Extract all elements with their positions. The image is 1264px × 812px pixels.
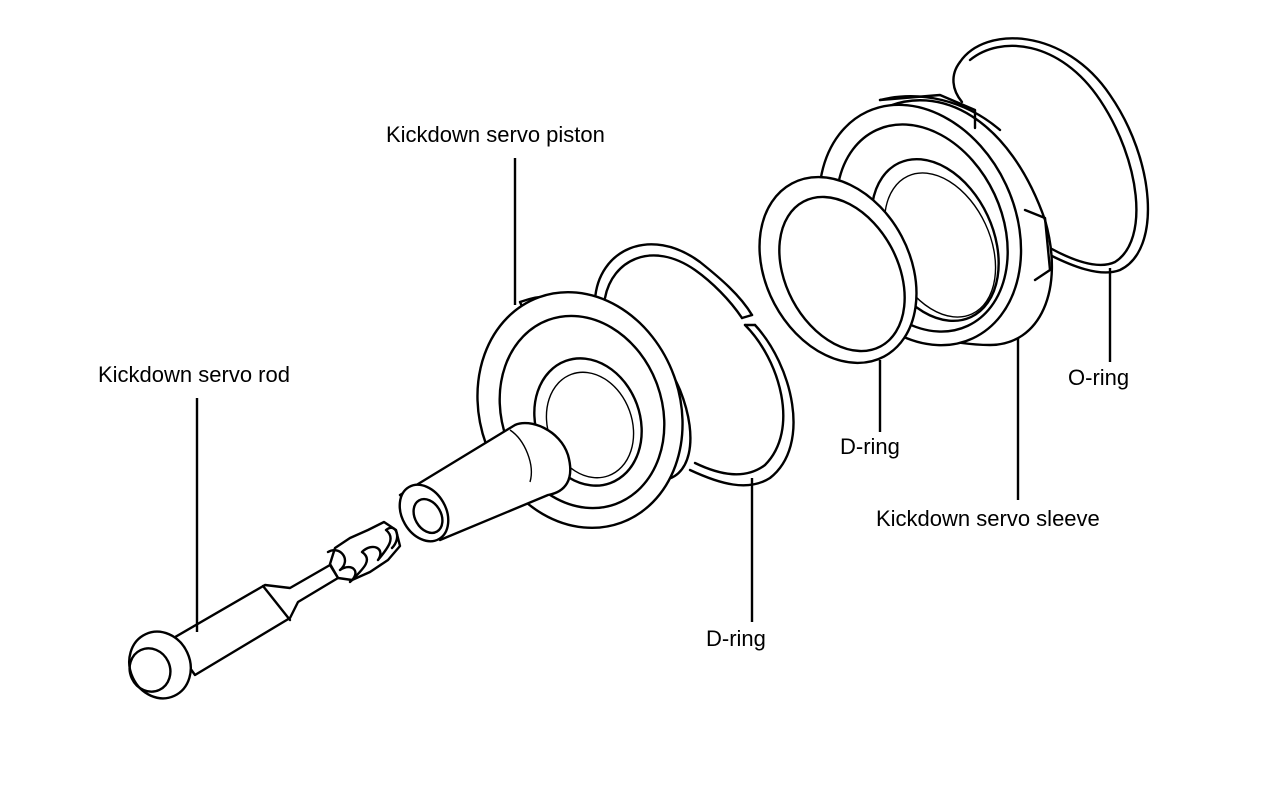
label-d-ring-left: D-ring <box>706 626 766 651</box>
d-ring-middle-part <box>758 175 918 365</box>
kickdown-servo-rod-part <box>128 563 340 700</box>
kickdown-servo-piston-part <box>398 290 692 543</box>
leader-lines <box>195 158 1112 632</box>
kickdown-servo-sleeve-part <box>817 93 1054 347</box>
label-kickdown-servo-rod: Kickdown servo rod <box>98 362 290 387</box>
o-ring-part <box>952 37 1150 274</box>
label-o-ring: O-ring <box>1068 365 1130 390</box>
d-ring-left-part <box>593 243 795 487</box>
spring-part <box>326 520 402 584</box>
label-kickdown-servo-sleeve: Kickdown servo sleeve <box>876 506 1100 531</box>
label-d-ring-middle: D-ring <box>840 434 900 459</box>
label-kickdown-servo-piston: Kickdown servo piston <box>386 122 605 147</box>
